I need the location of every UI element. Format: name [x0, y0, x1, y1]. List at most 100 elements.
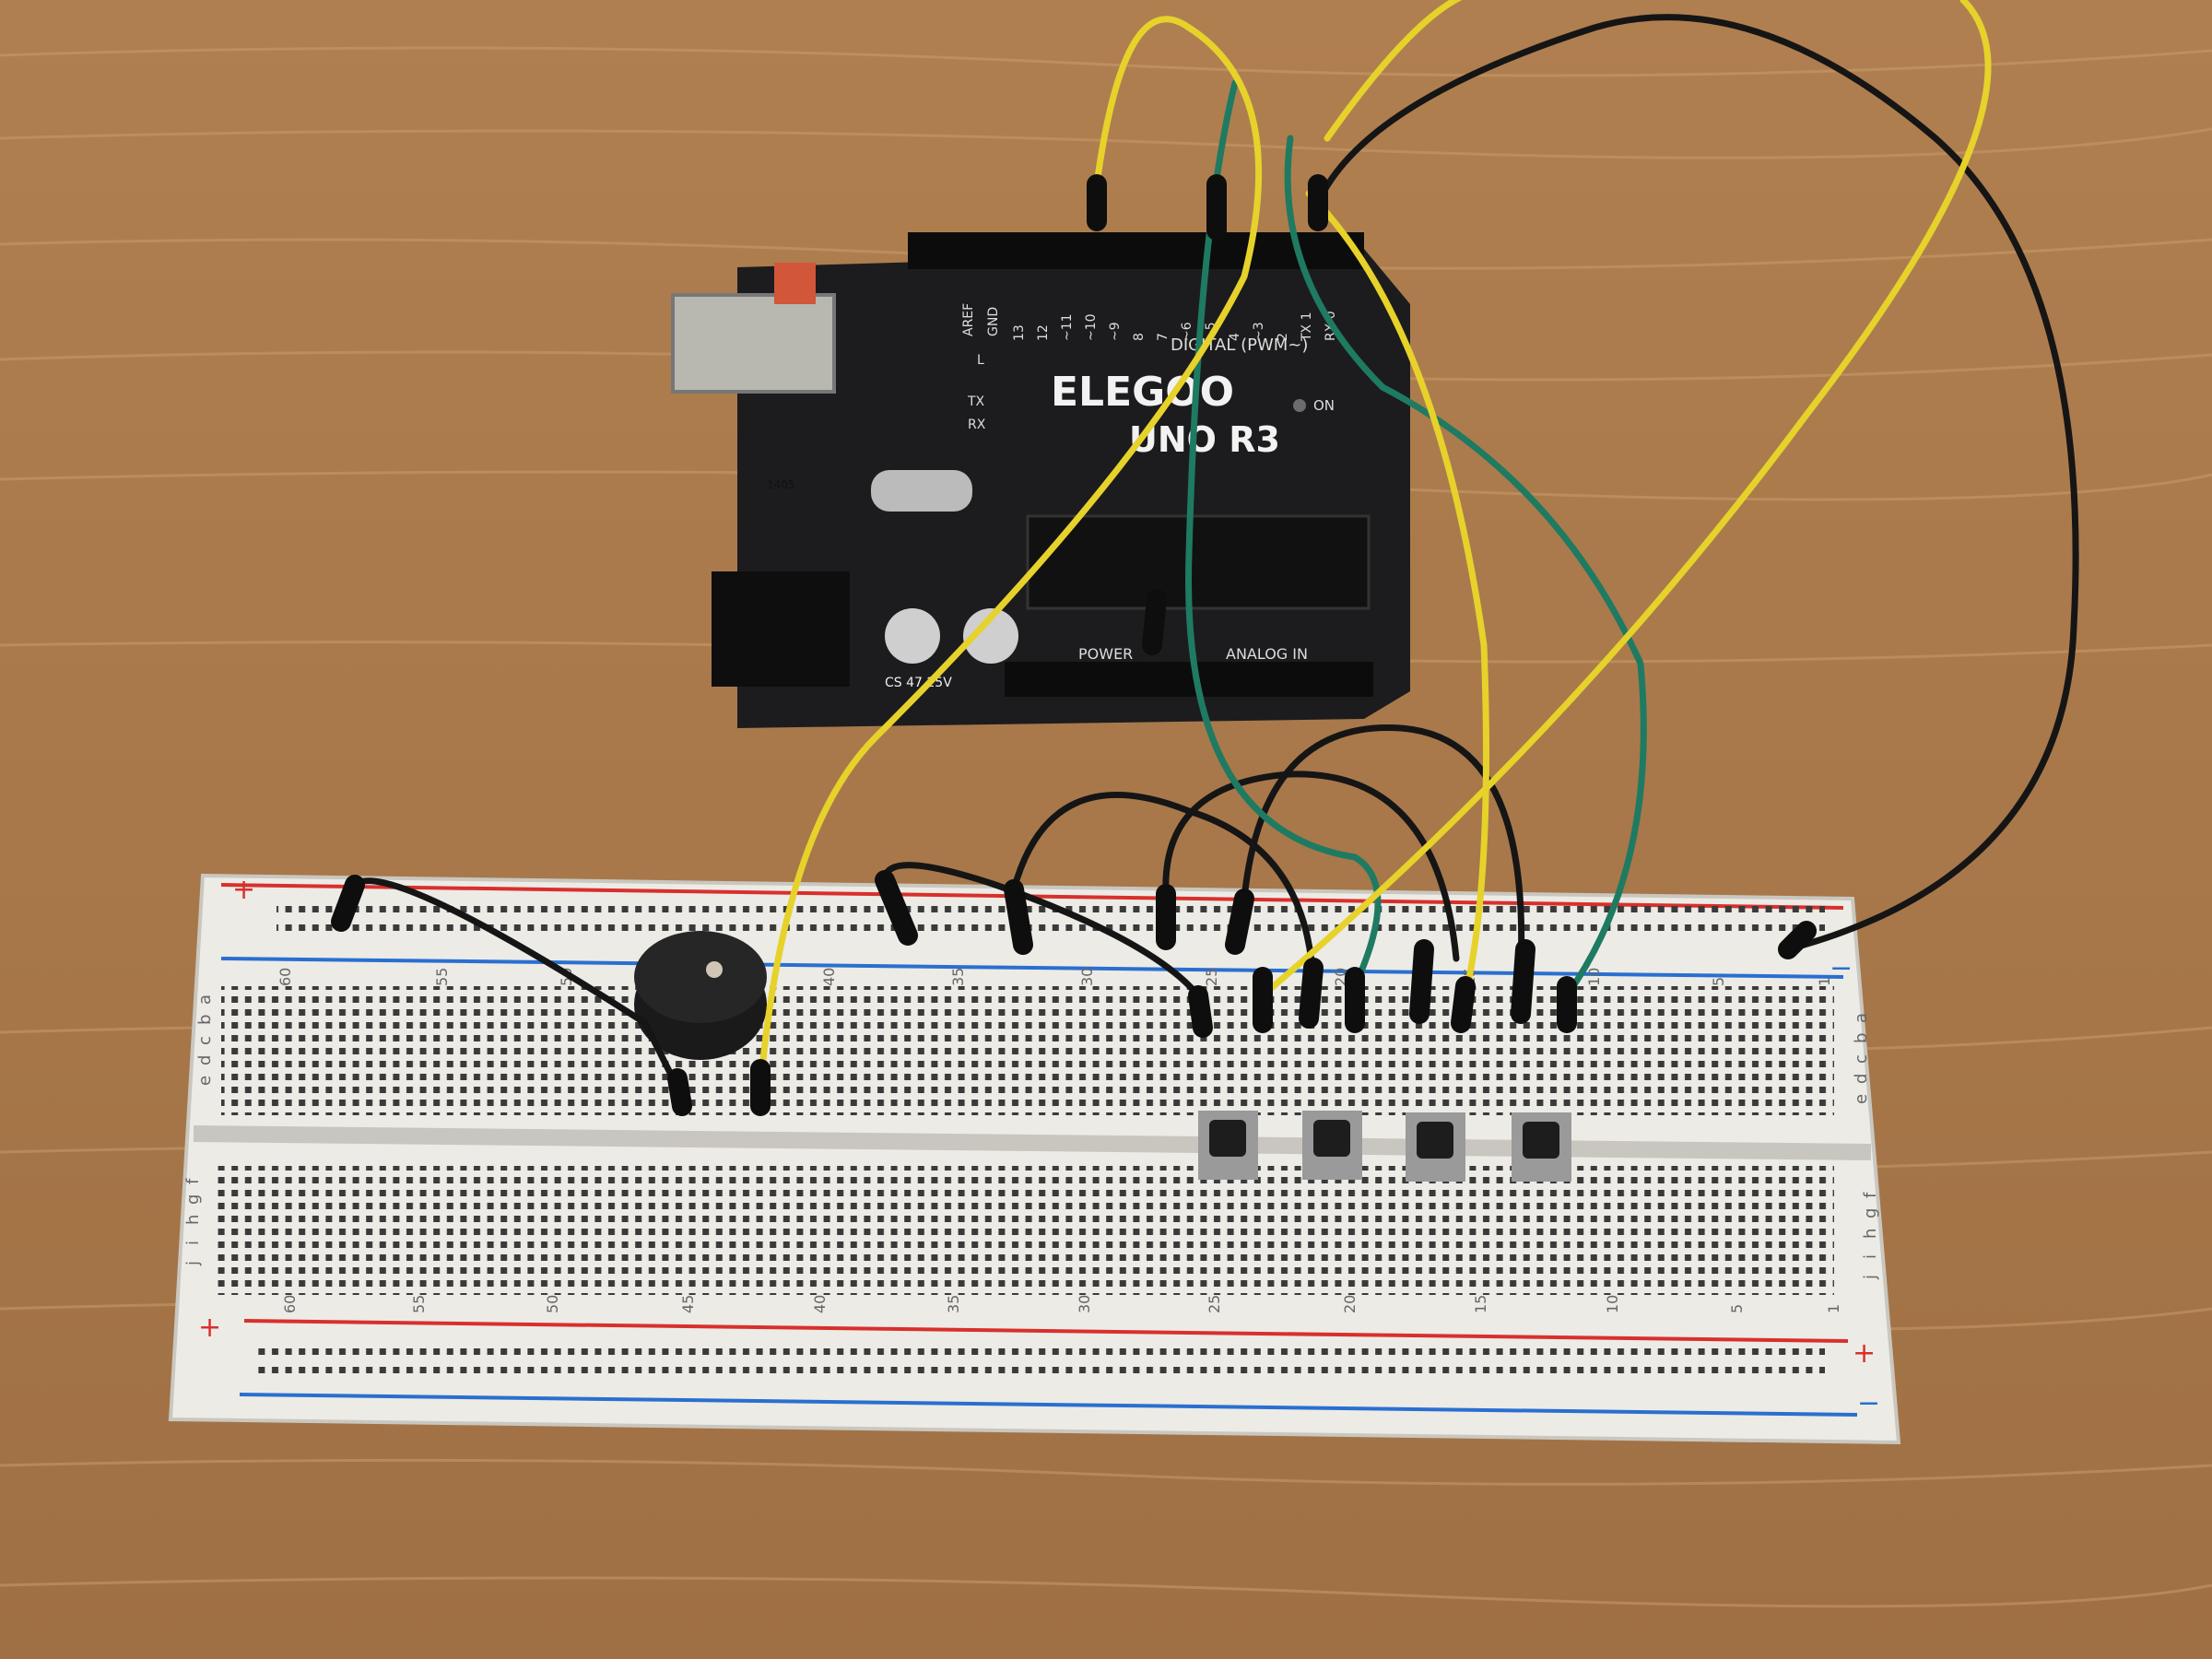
- l-label: L: [977, 353, 984, 368]
- capacitor: [963, 608, 1018, 664]
- column-number: 40: [820, 968, 838, 986]
- pin-label: ~11: [1060, 313, 1075, 341]
- analog-label: ANALOG IN: [1226, 645, 1308, 663]
- minus-marker: −: [1857, 1387, 1880, 1419]
- bottom-rail-holes: [258, 1336, 1825, 1378]
- pin-label: 4: [1228, 333, 1242, 341]
- top-rail-blue-line: [220, 957, 1844, 979]
- row-letter: j: [183, 1261, 203, 1266]
- column-number: 10: [1585, 968, 1603, 986]
- microcontroller-chip: [1026, 514, 1371, 610]
- row-letter: c: [195, 1036, 215, 1045]
- row-letter: h: [183, 1215, 203, 1225]
- column-number: 15: [1472, 1295, 1489, 1313]
- push-button-2: [1302, 1111, 1362, 1180]
- black-wire-4: [1241, 724, 1525, 971]
- plus-marker: +: [198, 1312, 221, 1344]
- crystal: [871, 470, 972, 512]
- column-number: 1: [1816, 977, 1833, 986]
- row-letter: e: [195, 1076, 215, 1086]
- column-number: 5: [1710, 977, 1727, 986]
- tx-label: TX: [967, 394, 985, 409]
- column-number: 1: [1825, 1304, 1842, 1313]
- column-number: 40: [811, 1295, 829, 1313]
- push-button-3: [1406, 1112, 1465, 1182]
- black-wire-gnd-long: [1314, 14, 2079, 953]
- yellow-wire-buzzer: [757, 16, 1263, 1091]
- column-number: 60: [276, 968, 294, 986]
- digital-header: [908, 232, 1364, 269]
- column-number: 30: [1078, 968, 1096, 986]
- row-letter: f: [1861, 1192, 1880, 1198]
- on-led: [1293, 399, 1306, 412]
- yellow-wire-3: [1259, 0, 1992, 999]
- black-wire-buzzer-gnd: [351, 877, 686, 1100]
- pin-label: ~6: [1180, 322, 1194, 341]
- pin-label: ~9: [1108, 322, 1123, 341]
- column-number: 30: [1076, 1295, 1093, 1313]
- green-wire-1: [1185, 79, 1382, 990]
- row-letter: j: [1861, 1275, 1880, 1280]
- row-letter: i: [1861, 1254, 1880, 1259]
- plus-marker: +: [232, 874, 255, 906]
- column-number: 25: [1203, 968, 1220, 986]
- column-number: 55: [433, 968, 451, 986]
- power-label: POWER: [1078, 645, 1133, 663]
- column-number: 20: [1341, 1295, 1359, 1313]
- power-jack: [712, 571, 850, 687]
- column-number: 10: [1604, 1295, 1621, 1313]
- column-number: 35: [945, 1295, 962, 1313]
- usb-port: [671, 293, 836, 394]
- push-button-1: [1198, 1111, 1258, 1180]
- row-letter: a: [1852, 1013, 1871, 1023]
- board-brand: ELEGOO: [1051, 369, 1234, 416]
- gnd-label: GND: [986, 307, 1001, 336]
- analog-header: [1005, 662, 1373, 697]
- column-number: 5: [1728, 1304, 1746, 1313]
- bottom-rail-blue-line: [239, 1393, 1858, 1417]
- pin-label: 12: [1036, 324, 1051, 341]
- pin-label: 7: [1156, 333, 1171, 341]
- column-number: 55: [410, 1295, 428, 1313]
- row-letter: c: [1852, 1054, 1871, 1064]
- capacitor: [885, 608, 940, 664]
- arduino-board: CS 47 25V 1405 ELEGOO UNO R3 DIGITAL (PW…: [671, 232, 1410, 728]
- rx-label: RX: [968, 418, 986, 432]
- column-number: 50: [544, 1295, 561, 1313]
- row-letter: i: [183, 1241, 203, 1245]
- row-letter: g: [1861, 1208, 1880, 1218]
- row-letter: b: [1852, 1033, 1871, 1043]
- pin-label: 2: [1276, 333, 1290, 341]
- reset-button: [774, 263, 816, 304]
- push-button-4: [1512, 1112, 1571, 1182]
- yellow-wire-2: [1305, 190, 1489, 999]
- black-wire-3: [1162, 771, 1460, 962]
- terminal-holes-bottom: [212, 1166, 1834, 1295]
- pin-label: ~3: [1252, 322, 1266, 341]
- row-letter: h: [1861, 1229, 1880, 1239]
- row-letter: f: [183, 1178, 203, 1184]
- terminal-holes-top: [221, 986, 1834, 1115]
- plus-marker: +: [1853, 1337, 1876, 1370]
- column-number: 25: [1206, 1295, 1223, 1313]
- row-letter: b: [195, 1015, 215, 1025]
- push-buttons: [1198, 1111, 1571, 1182]
- pin-label: ~10: [1084, 313, 1099, 341]
- row-letter: d: [195, 1055, 215, 1065]
- pin-label: 13: [1012, 324, 1027, 341]
- column-number: 45: [679, 1295, 697, 1313]
- piezo-buzzer: [634, 931, 767, 1060]
- minus-marker: −: [1830, 952, 1853, 984]
- aref-label: AREF: [961, 303, 976, 336]
- row-letter: d: [1852, 1074, 1871, 1084]
- pin-label: 8: [1132, 333, 1147, 341]
- chip-marking: 1405: [767, 478, 795, 491]
- row-letter: a: [195, 994, 215, 1005]
- capacitor-label: CS 47 25V: [885, 676, 952, 690]
- green-wire-2: [1284, 135, 1647, 999]
